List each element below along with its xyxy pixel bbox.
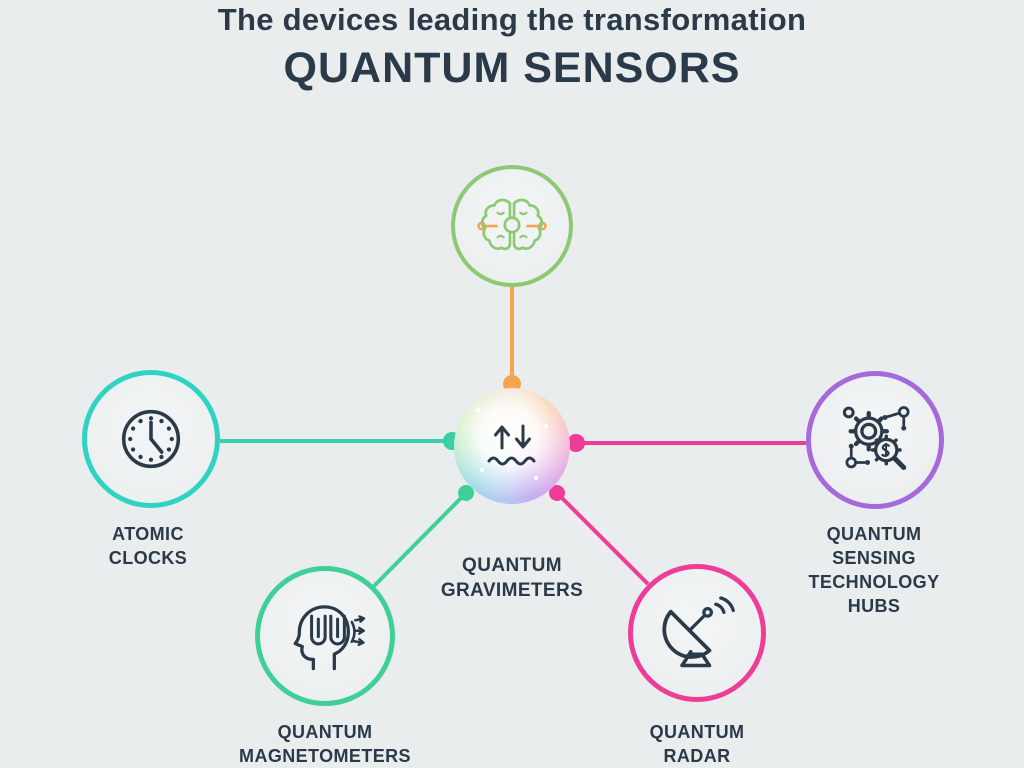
node-ai-brain: [451, 165, 573, 287]
sparkle-dot: [544, 424, 548, 428]
label-line: MAGNETOMETERS: [239, 746, 411, 766]
node-radar: [628, 564, 766, 702]
title-block: The devices leading the transformation Q…: [0, 0, 1024, 93]
label-line: QUANTUM: [649, 722, 745, 742]
node-atomic-clocks: [82, 370, 220, 508]
node-magnetometers: [255, 566, 395, 706]
subtitle-text: The devices leading the transformation: [217, 2, 807, 37]
label-radar: QUANTUM RADAR: [587, 720, 807, 768]
label-quantum-gravimeters: QUANTUM GRAVIMETERS: [402, 553, 622, 603]
label-line: SENSING: [832, 548, 916, 568]
label-line: CLOCKS: [108, 548, 188, 568]
label-atomic-clocks: ATOMIC CLOCKS: [38, 522, 258, 570]
connector-dot-green: [458, 485, 474, 501]
label-line: QUANTUM: [277, 722, 373, 742]
label-line: GRAVIMETERS: [440, 580, 584, 601]
label-line: QUANTUM: [826, 524, 922, 544]
connector-bottomright-pink: [555, 491, 650, 586]
sparkle-dot: [480, 468, 484, 472]
sparkle-dot: [476, 408, 480, 412]
gravity-arrows-wave-icon: [476, 414, 548, 478]
head-coil-icon: [283, 597, 367, 675]
radar-dish-icon: [657, 593, 737, 673]
clock-icon: [113, 401, 189, 477]
label-line: TECHNOLOGY: [808, 572, 940, 592]
label-magnetometers: QUANTUM MAGNETOMETERS: [195, 720, 455, 768]
node-sensing-hubs: [806, 371, 944, 509]
label-line: HUBS: [847, 596, 901, 616]
connector-dot-pink-right: [567, 434, 585, 452]
label-line: ATOMIC: [112, 524, 184, 544]
center-sphere-quantum-gravimeters: [454, 388, 570, 504]
connector-bottomleft-green: [372, 491, 468, 588]
gear-network-magnifier-icon: [835, 400, 915, 480]
label-line: RADAR: [663, 746, 731, 766]
label-sensing-hubs: QUANTUM SENSING TECHNOLOGY HUBS: [764, 522, 984, 618]
connector-dot-pink-diag: [549, 485, 565, 501]
sparkle-dot: [534, 476, 538, 480]
page-title: QUANTUM SENSORS: [283, 44, 741, 92]
brain-circuit-icon: [474, 193, 550, 259]
label-line: QUANTUM: [462, 555, 562, 576]
